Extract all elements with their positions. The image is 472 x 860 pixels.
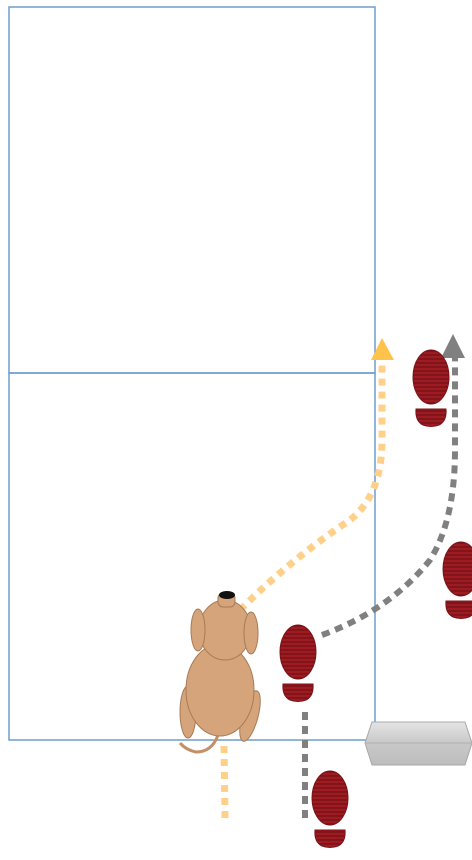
dog-icon xyxy=(180,591,264,752)
dog-path xyxy=(224,362,382,818)
person-arrow-icon xyxy=(441,334,465,358)
gray-block-icon xyxy=(365,722,472,765)
upper-panel xyxy=(9,7,375,373)
boot-print-icon xyxy=(413,350,449,427)
boot-print-icon xyxy=(280,625,316,702)
boot-print-icon xyxy=(312,771,348,848)
boot-print-icon xyxy=(443,542,472,619)
